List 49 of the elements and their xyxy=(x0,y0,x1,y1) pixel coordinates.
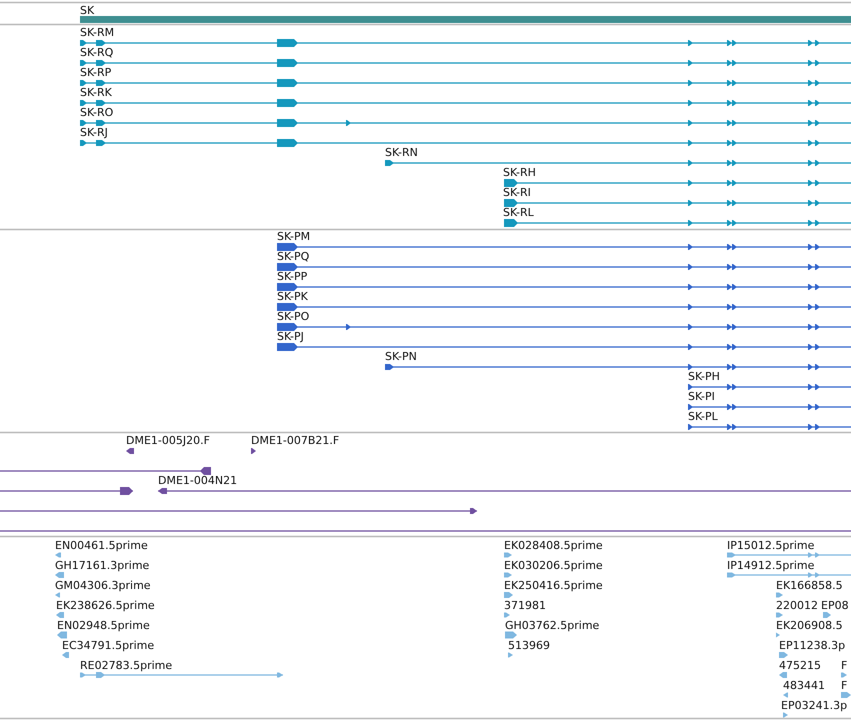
feature-label: EC34791.5prime xyxy=(62,639,154,652)
feature-label: DME1-007B21.F xyxy=(251,434,340,447)
feature-label: DME1-005J20.F xyxy=(126,434,210,447)
feature-label: SK-RN xyxy=(385,146,418,159)
feature-label: SK-PH xyxy=(688,370,720,383)
feature-label: EK028408.5prime xyxy=(504,539,603,552)
feature-label: SK-RM xyxy=(80,26,114,39)
feature-label: 513969 xyxy=(508,639,550,652)
feature-label: SK-RO xyxy=(80,106,114,119)
feature-label: EK250416.5prime xyxy=(504,579,603,592)
feature-label: SK-PL xyxy=(688,410,718,423)
feature-label: GH17161.3prime xyxy=(55,559,150,572)
feature-label: SK xyxy=(80,4,94,17)
feature-label: DME1-004N21 xyxy=(158,474,238,487)
feature-label: RE02783.5prime xyxy=(80,659,172,672)
feature-label: SK-PI xyxy=(688,390,715,403)
feature-label: 220012 xyxy=(776,599,818,612)
feature-label: EP11238.3p xyxy=(779,639,846,652)
feature-label: SK-RI xyxy=(503,186,531,199)
feature-label: 371981 xyxy=(504,599,546,612)
feature-label: SK-PN xyxy=(385,350,417,363)
feature-label: SK-RH xyxy=(503,166,536,179)
feature-label: SK-PM xyxy=(277,230,310,243)
feature-label: SK-RP xyxy=(80,66,112,79)
feature-label: EP08 xyxy=(821,599,849,612)
feature-label: IP15012.5prime xyxy=(727,539,814,552)
feature-label: F xyxy=(841,679,848,692)
feature-label: GH03762.5prime xyxy=(505,619,600,632)
feature-label: SK-RJ xyxy=(80,126,108,139)
feature-label: SK-PK xyxy=(277,290,308,303)
feature-label: SK-PQ xyxy=(277,250,310,263)
feature-label: SK-PO xyxy=(277,310,310,323)
feature-label: SK-RL xyxy=(503,206,534,219)
feature-label: 475215 xyxy=(779,659,821,672)
feature-label: EK238626.5prime xyxy=(56,599,155,612)
feature-label: 483441 xyxy=(783,679,825,692)
feature-label: EN02948.5prime xyxy=(57,619,150,632)
feature-label: EK030206.5prime xyxy=(504,559,603,572)
feature-label: SK-PP xyxy=(277,270,308,283)
feature-label: SK-RK xyxy=(80,86,112,99)
feature-label: IP14912.5prime xyxy=(727,559,814,572)
feature-label: SK-PJ xyxy=(277,330,304,343)
feature-label: EN00461.5prime xyxy=(55,539,148,552)
feature-label: EK206908.5 xyxy=(776,619,843,632)
feature-label: GM04306.3prime xyxy=(55,579,151,592)
feature-label: EK166858.5 xyxy=(776,579,843,592)
feature-label: F xyxy=(841,659,848,672)
feature-label: EP03241.3p xyxy=(781,699,848,712)
feature-label: SK-RQ xyxy=(80,46,114,59)
